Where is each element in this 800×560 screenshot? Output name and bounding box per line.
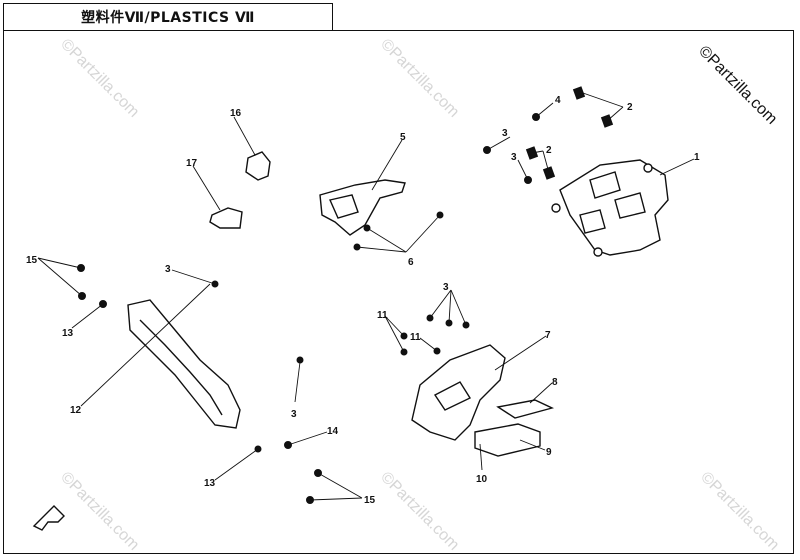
watermarks: ©Partzilla.com ©Partzilla.com ©Partzilla…	[57, 36, 782, 554]
leader-lines	[37, 92, 695, 501]
callout-13-top: 13	[62, 328, 74, 339]
callout-3-left: 3	[165, 264, 171, 275]
part-8-pad	[496, 399, 555, 419]
callout-11-outer: 11	[377, 310, 388, 321]
callout-16: 16	[230, 108, 242, 119]
callout-2-top: 2	[627, 102, 633, 113]
callout-10: 10	[476, 474, 488, 485]
callout-15-bottom: 15	[364, 495, 376, 506]
watermark-5: ©Partzilla.com	[377, 469, 462, 554]
callout-17: 17	[186, 158, 198, 169]
callout-12: 12	[70, 405, 82, 416]
part-12-cover	[77, 264, 322, 504]
watermark-3: ©Partzilla.com	[695, 43, 780, 128]
callout-1: 1	[694, 152, 700, 163]
watermark-6: ©Partzilla.com	[697, 469, 782, 554]
callout-15-top: 15	[26, 255, 38, 266]
callout-5: 5	[400, 132, 406, 143]
callout-3-mid: 3	[511, 152, 517, 163]
callout-8: 8	[552, 377, 558, 388]
callout-3-center: 3	[443, 282, 449, 293]
callout-4: 4	[555, 95, 561, 106]
watermark-1: ©Partzilla.com	[57, 36, 142, 121]
part-16-clip	[245, 151, 271, 181]
callout-11-inner: 11	[410, 332, 421, 343]
callout-labels: 1 2 3 4 2 3 3 5 6 16 17 15 3 13 12 3 14 …	[26, 95, 700, 506]
callout-14: 14	[327, 426, 339, 437]
part-1-bracket	[551, 159, 669, 257]
callout-6: 6	[408, 257, 414, 268]
part-17-clip	[209, 207, 243, 229]
callout-13-bottom: 13	[204, 478, 216, 489]
callout-9: 9	[546, 447, 552, 458]
callout-3-lower: 3	[291, 409, 297, 420]
front-arrow-icon	[32, 505, 65, 531]
callout-3-upper: 3	[502, 128, 508, 139]
watermark-2: ©Partzilla.com	[377, 36, 462, 121]
watermark-4: ©Partzilla.com	[57, 469, 142, 554]
part-9-pad	[474, 423, 541, 457]
part-5-bracket	[319, 179, 444, 251]
diagram-frame	[3, 30, 794, 554]
callout-7: 7	[545, 330, 551, 341]
callout-2-mid: 2	[546, 145, 552, 156]
